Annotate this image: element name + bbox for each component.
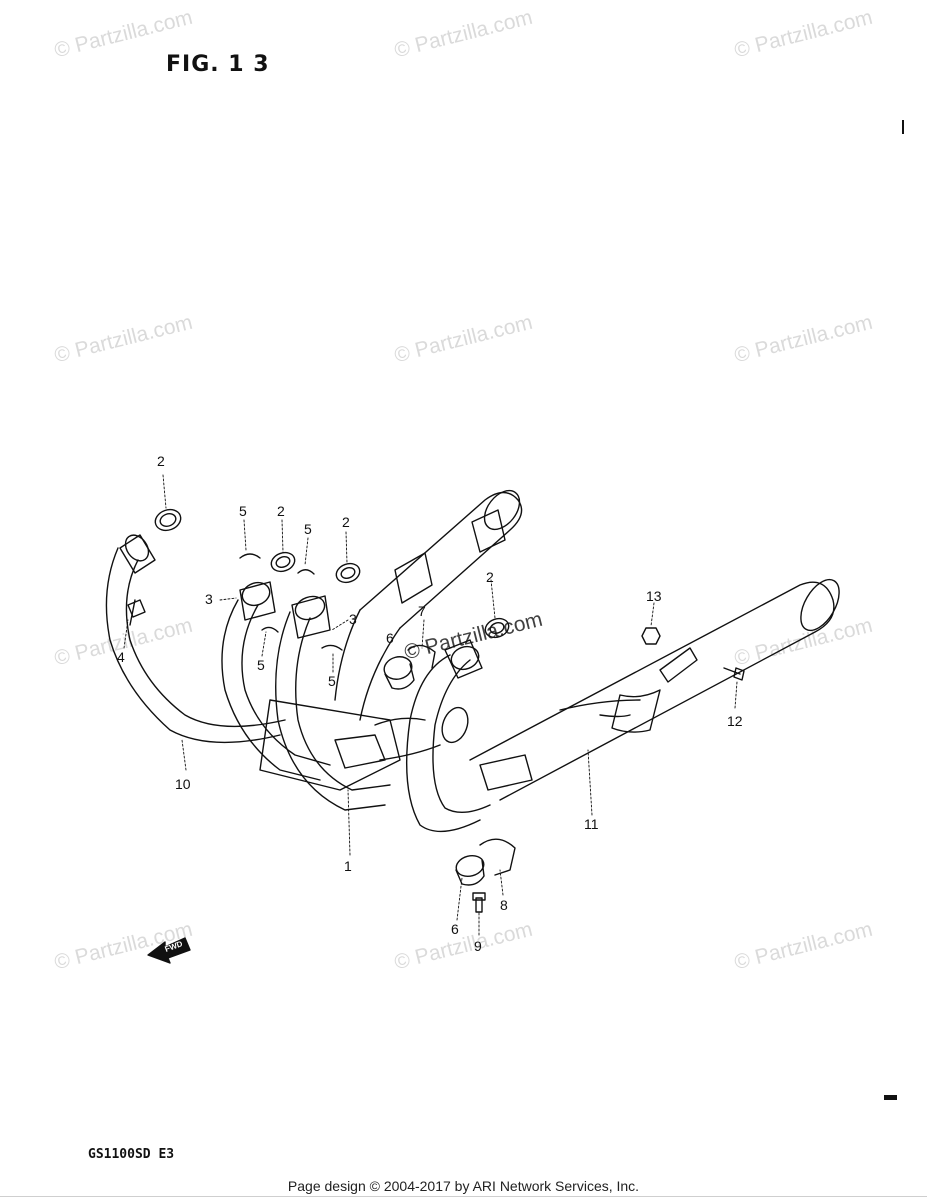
muffler-left [334,489,523,721]
gasket [335,562,361,584]
callout-label: 7 [418,603,426,619]
clamp [479,838,516,876]
callout-label: 5 [257,657,265,673]
cotter-half [321,644,343,651]
callout-label: 6 [451,921,459,937]
bolt [127,599,146,618]
callout-label: 5 [239,503,247,519]
collector [259,699,469,791]
bolt [733,667,745,681]
callout-label: 2 [277,503,285,519]
callout-label: 2 [486,569,494,585]
connector-sleeve [383,656,413,680]
cotter-half [297,569,315,575]
gasket [270,551,296,573]
gasket [340,567,356,579]
bolt [475,897,483,913]
exhaust-pipe-11 [405,639,491,833]
exhaust-pipe-middle [221,581,331,781]
callout-label: 10 [175,776,191,792]
callouts: 2 5 2 5 2 3 3 4 5 5 6 7 2 13 12 10 1 11 … [117,453,743,954]
connector-sleeve [384,663,415,690]
footer-copyright: Page design © 2004-2017 by ARI Network S… [287,1178,640,1194]
connector-sleeve [455,859,485,886]
callout-label: 6 [386,630,394,646]
cotter-half [239,553,261,559]
margin-mark [884,1095,897,1100]
gasket [489,622,505,634]
exhaust-pipe-1 [275,595,391,811]
callout-label: 12 [727,713,743,729]
leader-lines [123,474,738,936]
callout-label: 3 [349,611,357,627]
figure-title: FIG. 1 3 [166,52,270,77]
model-code: GS1100SD E3 [88,1147,175,1162]
bolt [723,667,741,675]
callout-label: 8 [500,897,508,913]
fwd-arrow-icon [147,937,191,964]
callout-label: 5 [304,521,312,537]
margin-mark [902,120,904,134]
footer-divider [0,1196,927,1197]
exhaust-pipe-10 [105,534,286,744]
callout-label: 2 [342,514,350,530]
callout-label: 4 [117,649,125,665]
callout-label: 2 [157,453,165,469]
callout-label: 3 [205,591,213,607]
callout-label: 9 [474,938,482,954]
gasket [154,508,182,532]
callout-label: 1 [344,858,352,874]
callout-label: 5 [328,673,336,689]
muffler-right [469,578,840,801]
bolt [472,892,486,901]
bolt [129,599,136,626]
callout-label: 11 [584,816,599,832]
nut [641,627,661,645]
cotter-half [261,626,279,633]
gasket [484,617,510,639]
gasket [159,513,177,527]
callout-label: 13 [646,588,662,604]
gasket [275,556,291,568]
